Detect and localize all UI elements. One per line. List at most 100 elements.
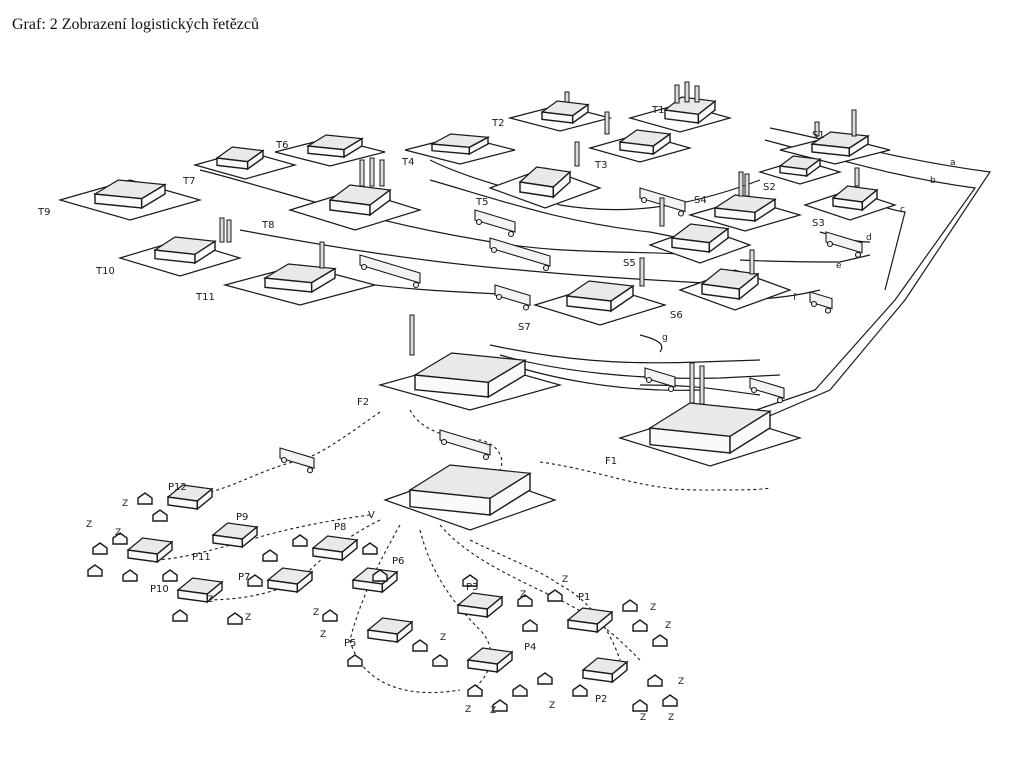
label-v: V bbox=[368, 510, 375, 521]
outlet-p1 bbox=[566, 607, 614, 634]
label-t1: T1 bbox=[651, 105, 664, 116]
truck-9 bbox=[439, 429, 491, 461]
customer-house-24 bbox=[622, 599, 638, 612]
label-z-10: Z bbox=[490, 706, 496, 716]
outlet-p3-side bbox=[486, 595, 503, 619]
outlet-p10-side bbox=[206, 580, 223, 604]
customer-house-32 bbox=[372, 569, 388, 582]
building-t1-chimney-0 bbox=[674, 84, 680, 104]
outlet-p2-side bbox=[611, 660, 628, 684]
truck-4-wheel-b bbox=[522, 304, 530, 311]
building-s6 bbox=[700, 249, 760, 301]
outlet-p3 bbox=[456, 592, 504, 619]
label-z-8: Z bbox=[440, 633, 446, 643]
customer-house-27 bbox=[647, 674, 663, 687]
customer-house-28-shape bbox=[662, 694, 678, 707]
building-s1 bbox=[810, 109, 870, 158]
building-t4-side bbox=[468, 136, 489, 156]
building-s4-chimney-0 bbox=[744, 173, 750, 197]
factory-f1-chimney-0 bbox=[689, 362, 695, 404]
building-t9 bbox=[93, 179, 167, 210]
label-route-b: b bbox=[930, 176, 936, 186]
factory-f2 bbox=[409, 314, 527, 399]
customer-house-5-shape bbox=[87, 564, 103, 577]
truck-4-wheel-a bbox=[495, 293, 503, 301]
customer-house-10 bbox=[247, 574, 263, 587]
truck-6-wheel-a bbox=[826, 240, 834, 248]
building-s7-chimney-0 bbox=[639, 257, 645, 287]
customer-house-27-shape bbox=[647, 674, 663, 687]
truck-9-body bbox=[439, 429, 491, 456]
route-b bbox=[749, 139, 977, 413]
label-p11: P11 bbox=[192, 552, 211, 563]
label-z-9: Z bbox=[465, 705, 471, 715]
truck-10-body bbox=[644, 367, 676, 388]
outlet-p8-side bbox=[341, 538, 358, 562]
label-t10: T10 bbox=[95, 266, 115, 277]
building-t10-chimney-0 bbox=[219, 217, 225, 243]
building-t8 bbox=[328, 157, 392, 217]
building-s6-chimney-0 bbox=[749, 249, 755, 275]
building-t11 bbox=[263, 241, 337, 294]
label-t9: T9 bbox=[37, 207, 50, 218]
building-s2-side bbox=[805, 157, 821, 178]
label-s6: S6 bbox=[670, 310, 683, 321]
label-z-13: Z bbox=[650, 603, 656, 613]
customer-house-10-shape bbox=[247, 574, 263, 587]
truck-4 bbox=[494, 284, 531, 311]
figure-caption: Graf: 2 Zobrazení logistických řetězců bbox=[12, 16, 259, 33]
building-t7 bbox=[215, 146, 265, 171]
road-t10-s6 bbox=[239, 229, 741, 286]
truck-9-wheel-a bbox=[440, 438, 448, 446]
label-z-12: Z bbox=[520, 590, 526, 600]
label-z-4: Z bbox=[207, 595, 213, 605]
customer-house-17 bbox=[467, 684, 483, 697]
customer-house-20 bbox=[537, 672, 553, 685]
customer-house-18 bbox=[492, 699, 508, 712]
building-t5 bbox=[518, 141, 580, 199]
building-s6-side bbox=[738, 272, 759, 301]
outlet-p4-side bbox=[496, 650, 513, 674]
building-t2-chimney-0 bbox=[564, 91, 570, 103]
building-s5-side bbox=[708, 227, 729, 254]
customer-house-8 bbox=[172, 609, 188, 622]
labels: T1T2T3T4T5T6T7T8T9T10T11S1S2S3S4S5S6S7ab… bbox=[37, 105, 956, 723]
customer-house-6 bbox=[162, 569, 178, 582]
building-t11-chimney-0 bbox=[319, 241, 325, 269]
customer-house-12 bbox=[262, 549, 278, 562]
building-t5-chimney-0 bbox=[574, 141, 580, 167]
truck-3-wheel-a bbox=[360, 263, 368, 271]
truck-1-wheel-a bbox=[475, 218, 483, 226]
building-t1-side bbox=[697, 99, 716, 125]
road-f2-v bbox=[409, 409, 503, 471]
customer-house-9-shape bbox=[227, 612, 243, 625]
customer-house-26 bbox=[652, 634, 668, 647]
truck-8-wheel-b bbox=[306, 467, 314, 474]
building-t1-chimney-1 bbox=[684, 81, 690, 103]
route-e bbox=[739, 254, 871, 263]
label-z-5: Z bbox=[245, 613, 251, 623]
customer-house-11-shape bbox=[292, 534, 308, 547]
customer-house-31 bbox=[362, 542, 378, 555]
label-s2: S2 bbox=[763, 182, 776, 193]
outlet-p11 bbox=[126, 537, 174, 564]
customer-house-1-shape bbox=[137, 492, 153, 505]
customer-house-3 bbox=[92, 542, 108, 555]
road-to-f1 bbox=[639, 384, 761, 396]
label-route-e: e bbox=[836, 261, 842, 271]
customer-house-16 bbox=[432, 654, 448, 667]
customer-house-18-shape bbox=[492, 699, 508, 712]
customer-house-33-shape bbox=[462, 574, 478, 587]
customer-house-21 bbox=[522, 619, 538, 632]
building-t11-side bbox=[310, 267, 336, 294]
building-s2 bbox=[778, 155, 822, 178]
label-z-1: Z bbox=[122, 499, 128, 509]
truck-10-wheel-a bbox=[645, 376, 653, 384]
truck-2 bbox=[489, 237, 551, 272]
building-s1-side bbox=[848, 134, 869, 158]
factory-f1-chimney-1 bbox=[699, 365, 705, 405]
customer-house-31-shape bbox=[362, 542, 378, 555]
building-s4-chimney-1 bbox=[738, 171, 744, 197]
road-f2-east-1 bbox=[489, 344, 761, 364]
building-s5-chimney-0 bbox=[659, 197, 665, 227]
